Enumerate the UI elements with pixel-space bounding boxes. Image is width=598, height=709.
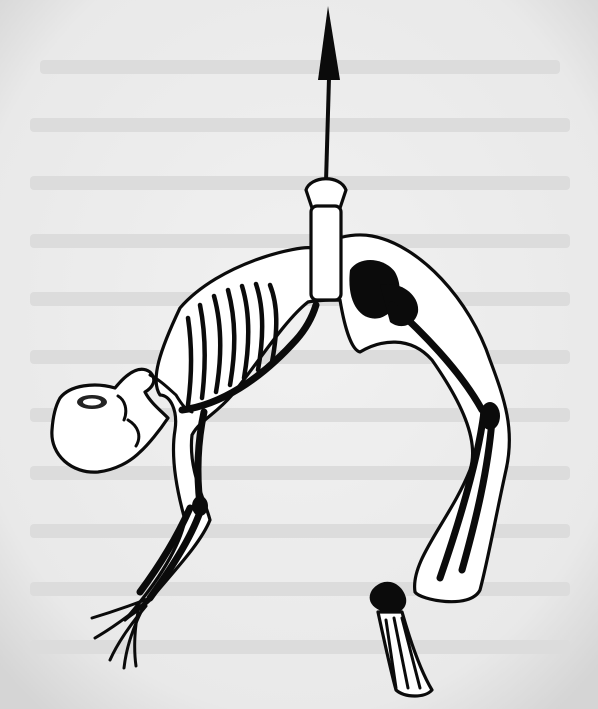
spear-sleeve: [306, 179, 346, 300]
